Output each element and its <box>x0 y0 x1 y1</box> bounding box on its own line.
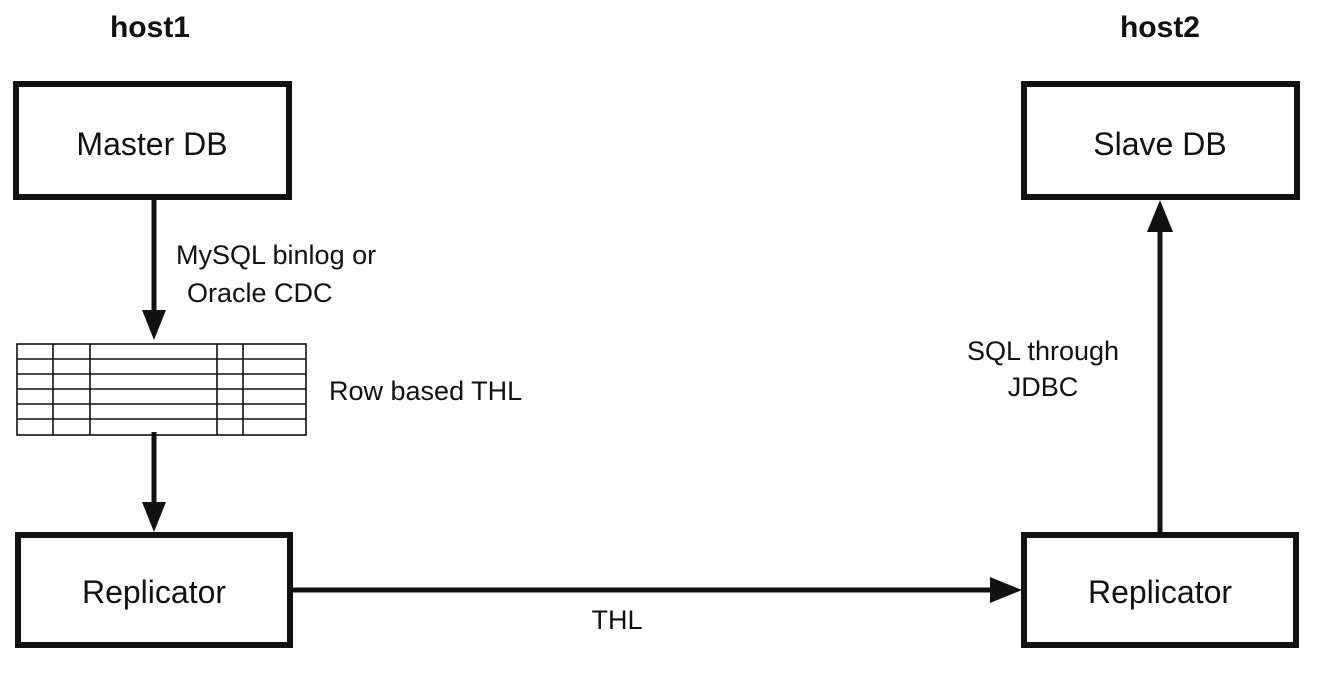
extract-arrowhead <box>142 310 166 340</box>
slave-db-node: Slave DB <box>1021 81 1300 200</box>
thl-to-replicator-arrow <box>142 432 166 532</box>
master-db-label: Master DB <box>76 126 227 162</box>
replicator-host2-box <box>1021 532 1299 648</box>
replicator-host1-node: Replicator <box>15 532 293 648</box>
extract-arrow <box>142 197 166 340</box>
apply-arrowhead <box>1147 200 1173 232</box>
extract-label-line2: Oracle CDC <box>187 278 333 308</box>
host2-label: host2 <box>1120 11 1200 44</box>
apply-label-line1: SQL through <box>967 336 1119 366</box>
thl-table-icon <box>16 343 307 436</box>
replicator-host2-label: Replicator <box>1088 574 1232 610</box>
apply-label-line2: JDBC <box>1008 372 1079 402</box>
slave-db-box <box>1021 81 1300 200</box>
replicator-host1-label: Replicator <box>82 574 226 610</box>
slave-db-label: Slave DB <box>1093 126 1226 162</box>
host1-label: host1 <box>110 11 190 44</box>
master-db-node: Master DB <box>13 81 292 200</box>
master-db-box <box>13 81 292 200</box>
thl-transfer-arrowhead <box>990 577 1022 603</box>
extract-label-line1: MySQL binlog or <box>176 240 376 270</box>
replicator-host2-node: Replicator <box>1021 532 1299 648</box>
thl-transfer-label: THL <box>591 605 642 635</box>
thl-transfer-arrow <box>290 577 1022 603</box>
replicator-host1-box <box>15 532 293 648</box>
thl-to-replicator-arrowhead <box>142 502 166 532</box>
thl-table-label: Row based THL <box>329 376 522 406</box>
apply-arrow <box>1147 200 1173 535</box>
